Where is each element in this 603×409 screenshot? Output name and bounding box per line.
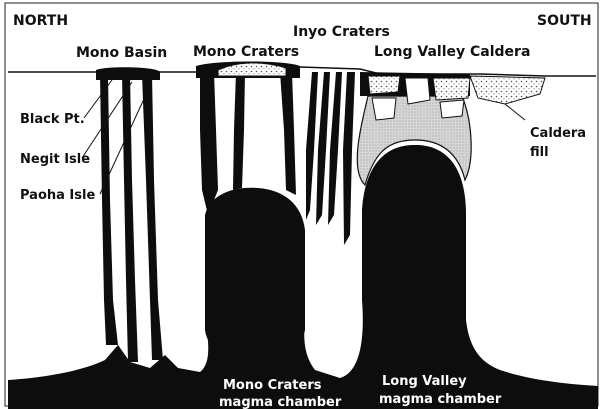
mono-basin-dikes xyxy=(96,67,163,362)
long-valley-caldera-label: Long Valley Caldera xyxy=(374,44,530,60)
caldera-fill-deposit xyxy=(470,76,545,104)
mono-basin-label: Mono Basin xyxy=(76,45,167,61)
long-valley-chamber-label-line2: magma chamber xyxy=(379,392,502,407)
long-valley-chamber-body xyxy=(364,145,466,358)
caldera-block-5 xyxy=(372,98,396,120)
caldera-block-4 xyxy=(440,100,464,118)
inyo-craters-label: Inyo Craters xyxy=(293,24,390,40)
mono-chamber-label-line1: Mono Craters xyxy=(223,378,322,393)
caldera-fill-label-line1: Caldera xyxy=(530,126,586,141)
caldera-block-3 xyxy=(433,78,470,100)
inyo-craters-dikes xyxy=(306,72,355,245)
paoha-isle-label: Paoha Isle xyxy=(20,188,95,203)
black-pt-label: Black Pt. xyxy=(20,112,85,127)
mono-craters-chamber-body xyxy=(205,188,305,362)
south-label: SOUTH xyxy=(537,13,592,29)
mono-chamber-label-line2: magma chamber xyxy=(219,395,342,409)
caldera-block-1 xyxy=(368,76,400,94)
mono-craters-feeder-dike xyxy=(258,78,266,185)
caldera-fill-label-line2: fill xyxy=(530,145,549,160)
mono-craters-label: Mono Craters xyxy=(193,44,299,60)
negit-isle-label: Negit Isle xyxy=(20,152,90,167)
north-label: NORTH xyxy=(13,13,68,29)
long-valley-chamber-label-line1: Long Valley xyxy=(382,374,467,389)
caldera-block-2 xyxy=(405,78,430,104)
